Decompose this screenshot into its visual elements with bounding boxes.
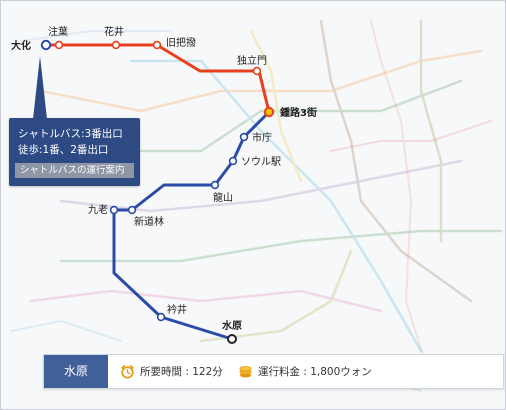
station-juyeop[interactable]: 注葉 <box>48 25 68 50</box>
station-label-cityhall: 市庁 <box>252 131 272 144</box>
station-gupabal[interactable]: 旧把撥 <box>152 36 196 50</box>
line1-route-line <box>112 110 271 341</box>
tooltip-pointer <box>33 56 47 119</box>
destination-label: 水原 <box>44 355 108 388</box>
station-yongsan[interactable]: 龍山 <box>210 180 233 204</box>
fare-text: 運行料金 : 1,800ウォン <box>258 366 372 378</box>
station-sindorim[interactable]: 新道林 <box>127 205 164 228</box>
tooltip-shuttle-info: シャトルバス:3番出口 <box>18 128 123 140</box>
station-label-gupabal: 旧把撥 <box>166 36 196 49</box>
station-label-seoul: ソウル駅 <box>241 156 281 168</box>
fare: 運行料金 : 1,800ウォン <box>238 355 372 388</box>
station-label-sindorim: 新道林 <box>134 215 164 228</box>
station-cityhall[interactable]: 市庁 <box>239 131 272 144</box>
travel-time: 所要時間 : 122分 <box>120 355 223 388</box>
station-label-suwon: 水原 <box>221 319 242 332</box>
station-jongno3ga[interactable]: 鍾路3街 <box>263 106 317 119</box>
station-label-geumjeong: 衿井 <box>167 303 187 316</box>
station-label-guro: 九老 <box>88 203 108 216</box>
station-tooltip: シャトルバス:3番出口 徒歩:1番、2番出口 シャトルバスの運行案内 <box>9 118 140 186</box>
station-geumjeong[interactable]: 衿井 <box>156 303 187 322</box>
tooltip-walk-info: 徒歩:1番、2番出口 <box>18 144 109 156</box>
alarm-clock-icon <box>121 365 134 379</box>
station-guro[interactable]: 九老 <box>88 203 119 216</box>
station-label-juyeop: 注葉 <box>48 25 68 38</box>
travel-time-text: 所要時間 : 122分 <box>140 366 223 378</box>
background-network <box>19 19 503 353</box>
station-seoul[interactable]: ソウル駅 <box>228 156 281 168</box>
coin-stack-icon <box>239 366 252 378</box>
shuttle-guide-button[interactable]: シャトルバスの運行案内 <box>15 163 134 178</box>
station-label-jongno3ga: 鍾路3街 <box>280 106 317 119</box>
station-hwajeong[interactable]: 花井 <box>104 25 124 50</box>
station-label-yongsan: 龍山 <box>213 191 233 204</box>
station-label-dongnimmun: 独立門 <box>237 54 267 67</box>
route-info-bar: 水原 所要時間 : 122分 運行料金 : 1,800ウォン <box>43 354 504 389</box>
station-label-hwajeong: 花井 <box>104 25 124 38</box>
station-suwon[interactable]: 水原 <box>221 319 242 344</box>
station-label-daehwa: 大化 <box>11 39 31 52</box>
station-dongnimmun[interactable]: 独立門 <box>237 54 267 76</box>
station-daehwa[interactable]: 大化 <box>11 39 52 52</box>
